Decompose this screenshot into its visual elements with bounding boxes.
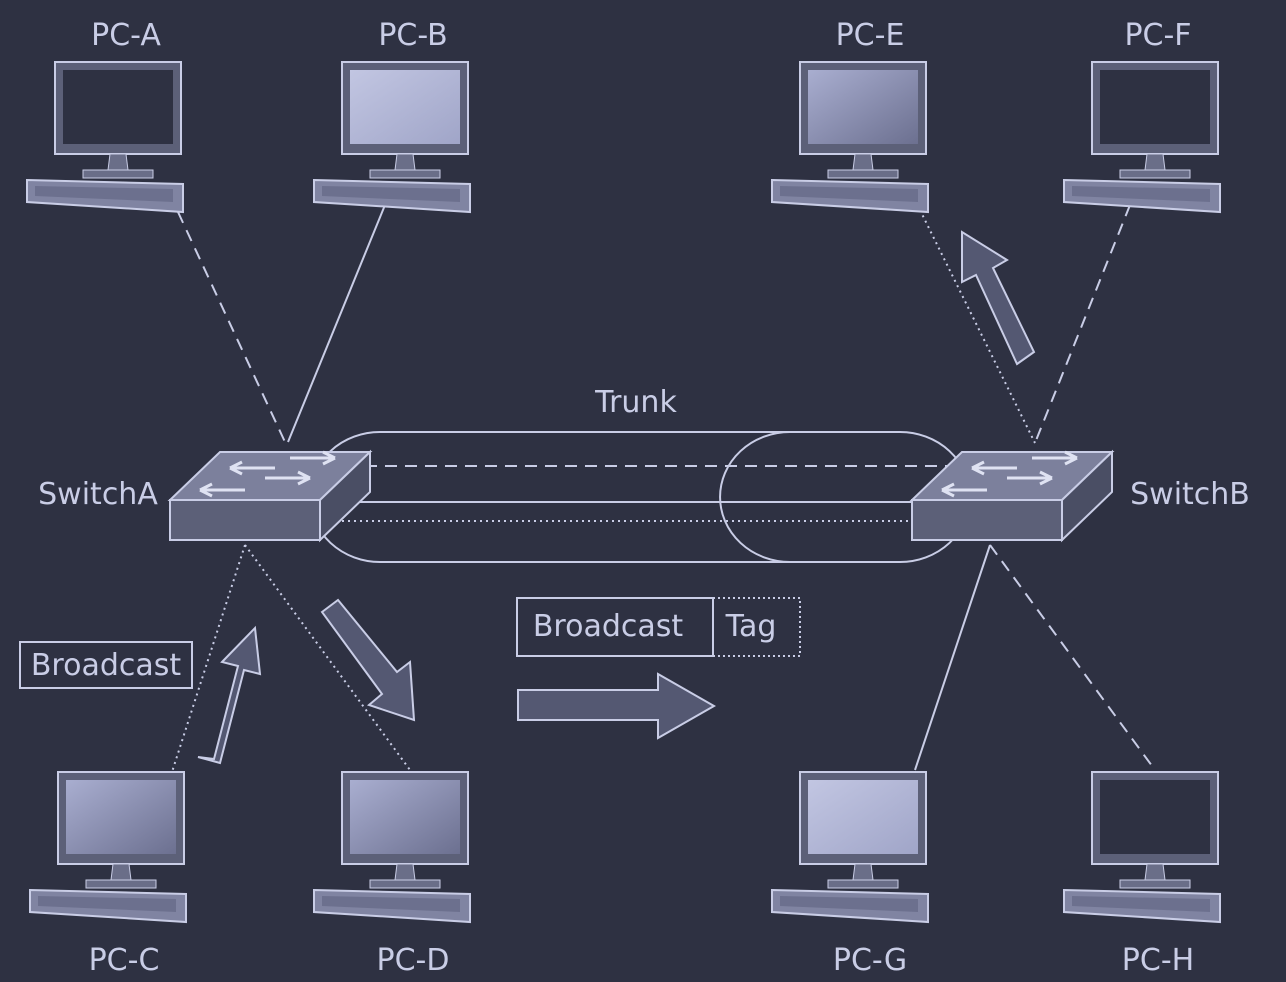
switch-b-label: SwitchB bbox=[1130, 477, 1250, 512]
frame-tagged: Broadcast Tag bbox=[516, 597, 801, 657]
pc-e-label: PC-E bbox=[836, 18, 905, 53]
pc-g-icon bbox=[771, 771, 929, 923]
link-pc-e bbox=[919, 209, 1036, 444]
pc-c-icon bbox=[29, 771, 187, 923]
trunk-tube-end bbox=[719, 431, 791, 563]
trunk-label: Trunk bbox=[594, 385, 677, 420]
pc-b-label: PC-B bbox=[378, 18, 447, 53]
pc-f-label: PC-F bbox=[1124, 18, 1191, 53]
pc-f-icon bbox=[1063, 61, 1221, 213]
pc-a-icon bbox=[26, 61, 184, 213]
pc-e-icon bbox=[771, 61, 929, 213]
pc-d-label: PC-D bbox=[377, 943, 450, 978]
pc-b-icon bbox=[313, 61, 471, 213]
arrow-switch-a-to-pc-d bbox=[320, 598, 416, 722]
link-pc-f bbox=[1034, 204, 1131, 444]
pc-c-label: PC-C bbox=[89, 943, 160, 978]
switch-a-label: SwitchA bbox=[38, 477, 158, 512]
pc-d-icon bbox=[313, 771, 471, 923]
switch-b-icon bbox=[910, 450, 1114, 542]
frame-untagged: Broadcast bbox=[19, 641, 193, 689]
trunk-link bbox=[309, 431, 971, 563]
frame-tagged-tag: Tag bbox=[725, 609, 777, 644]
access-links bbox=[171, 204, 1156, 773]
link-pc-c bbox=[171, 544, 246, 773]
frame-untagged-label: Broadcast bbox=[31, 648, 182, 683]
trunk-tube bbox=[309, 431, 971, 563]
link-pc-b bbox=[287, 204, 386, 443]
arrow-trunk-forward bbox=[517, 672, 717, 740]
pc-h-icon bbox=[1063, 771, 1221, 923]
link-pc-h bbox=[989, 544, 1156, 771]
switch-a-icon bbox=[168, 450, 372, 542]
flow-arrows bbox=[197, 230, 1036, 765]
frame-tagged-payload: Broadcast bbox=[533, 609, 684, 644]
link-pc-a bbox=[177, 211, 286, 443]
pc-h-label: PC-H bbox=[1122, 943, 1194, 978]
link-pc-d bbox=[244, 544, 411, 771]
pc-a-label: PC-A bbox=[91, 18, 161, 53]
link-pc-g bbox=[914, 544, 991, 771]
pc-g-label: PC-G bbox=[833, 943, 907, 978]
arrow-pc-c-to-switch-a bbox=[197, 625, 262, 765]
arrow-switch-b-to-pc-e bbox=[961, 230, 1036, 366]
